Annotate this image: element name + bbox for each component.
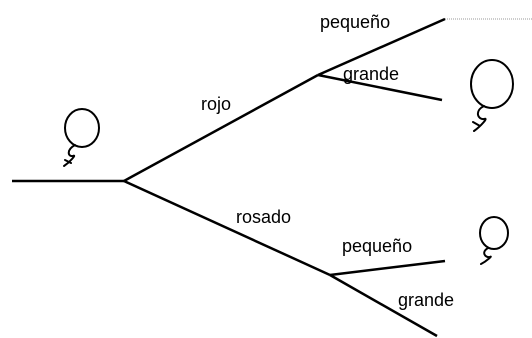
branch-line-rosado-pequeno [329, 259, 446, 277]
branch-line-rojo [123, 73, 319, 183]
label-rojo: rojo [201, 94, 231, 114]
balloon-icon [479, 216, 509, 265]
label-rosado-pequeno: pequeño [342, 236, 412, 256]
branch-line-rojo-pequeno [317, 17, 446, 77]
label-rosado: rosado [236, 207, 291, 227]
balloon-icon [63, 108, 100, 167]
label-rojo-grande: grande [343, 64, 399, 84]
branch-line-rosado [123, 179, 331, 277]
branch-line-rosado-grande [329, 273, 438, 338]
label-rosado-grande: grande [398, 290, 454, 310]
label-rojo-pequeno: pequeño [320, 12, 390, 32]
branch-line-rojo-grande [317, 73, 443, 102]
balloon-icon [470, 59, 514, 132]
